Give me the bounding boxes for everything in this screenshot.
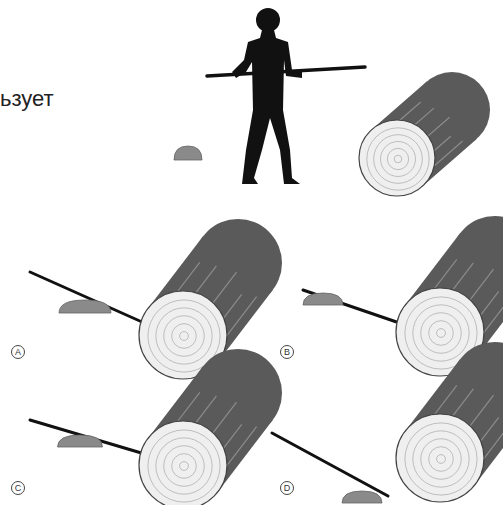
option-letter: C <box>15 484 22 493</box>
option-marker: C <box>11 481 25 495</box>
person-silhouette <box>232 8 302 184</box>
lever-pole <box>272 433 388 496</box>
option-marker: D <box>280 481 294 495</box>
option-marker: A <box>11 345 25 359</box>
fulcrum-stone <box>59 300 111 313</box>
log <box>396 342 503 502</box>
log <box>139 349 282 505</box>
option-letter: D <box>284 484 291 493</box>
lever-pole <box>207 67 365 76</box>
fulcrum-stone <box>303 293 343 305</box>
log <box>139 219 282 379</box>
option-letter: A <box>15 348 21 357</box>
fulcrum-stone <box>174 146 202 160</box>
option-marker: B <box>280 345 294 359</box>
question-text-fragment: ьзует <box>0 86 54 112</box>
fulcrum-stone <box>342 491 382 503</box>
option-letter: B <box>284 348 290 357</box>
lever-pole <box>30 272 160 330</box>
log <box>359 72 490 196</box>
fulcrum-stone <box>58 435 103 447</box>
